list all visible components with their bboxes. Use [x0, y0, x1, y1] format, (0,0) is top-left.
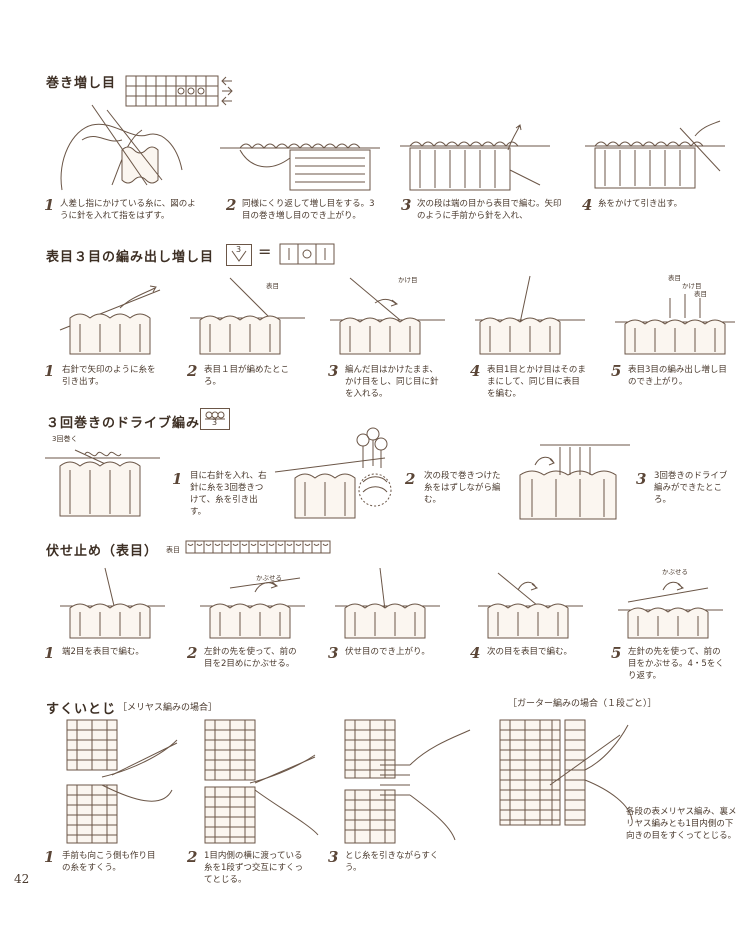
equals-sign: = [258, 242, 272, 261]
section-title-bind-off: 伏せ止め（表目） [46, 544, 159, 559]
grafting-garter-title: ［ガーター編みの場合（１段ごと）］ [508, 699, 657, 709]
bind-off-step1-text: 端2目を表目で編む。 [62, 647, 144, 657]
section-title-increase3: 表目３目の編み出し増し目 [46, 250, 215, 265]
increase3-step5-text: 表目3目の編み出し増し目のでき上がり。 [628, 365, 727, 387]
bind-off-step1-illustration [60, 567, 165, 639]
label-kakeme-step3: かけ目 [398, 276, 418, 284]
increase3-step3-illustration [330, 277, 445, 355]
bind-off-step4-text: 次の目を表目で編む。 [487, 647, 573, 657]
section-title-drive: ３回巻きのドライブ編み [46, 416, 201, 431]
grafting-step3-text: とじ糸を引きながらすくう。 [345, 851, 439, 873]
increase3-step2-text: 表目１目が編めたところ。 [204, 365, 290, 387]
label-kabuseru-step5: かぶせる [662, 568, 688, 576]
increase3-step4-illustration [475, 275, 585, 355]
grafting-step3-number: 3 [328, 848, 339, 866]
increase3-step3-text: 編んだ目はかけたまま、かけ目をし、同じ目に針を入れる。 [345, 365, 439, 399]
increase3-step5-number: 5 [611, 362, 622, 380]
cast-on-step4-illustration [585, 120, 725, 189]
drive-wrap-symbol-icon [205, 411, 225, 420]
increase3-step3-number: 3 [328, 362, 339, 380]
bind-off-step3-number: 3 [328, 644, 339, 662]
increase3-step4-number: 4 [470, 362, 481, 380]
drive-step2-number: 2 [405, 470, 416, 488]
increase3-step1-illustration [59, 285, 161, 355]
increase3-step5-illustration [615, 294, 735, 355]
increase3-v-symbol-icon [231, 250, 247, 262]
label-omote-step5: 表目 [668, 274, 681, 282]
grafting-subtitle: ［メリヤス編みの場合］ [118, 703, 218, 713]
increase3-symbol-number: 3 [236, 245, 242, 254]
bind-off-step4-illustration [478, 572, 583, 639]
increase3-step2-illustration [190, 277, 305, 355]
drive-step3-text: 3回巻きのドライブ編みができたところ。 [654, 471, 728, 505]
label-omote-step5b: 表目 [694, 290, 707, 298]
drive-symbol-number: 3 [212, 418, 218, 427]
grafting-garter-text: 各段の表メリヤス編み、裏メリヤス編みとも1目内側の下向きの目をすくってとじる。 [626, 807, 737, 841]
cast-on-step2-text: 同様にくり返して増し目をする。3目の巻き増し目のでき上がり。 [242, 199, 375, 221]
drive-step3-number: 3 [636, 470, 647, 488]
increase3-step2-number: 2 [187, 362, 198, 380]
section-title-grafting: すくいとじ [46, 702, 117, 717]
increase3-step1-text: 右針で矢印のように糸を引き出す。 [62, 365, 156, 387]
grafting-garter-illustration [499, 719, 633, 826]
grafting-step1-text: 手前も向こう側も作り目の糸をすくう。 [62, 851, 156, 873]
bind-off-step4-number: 4 [470, 644, 481, 662]
label-kakeme-step5: かけ目 [682, 282, 702, 290]
bind-off-step5-text: 左針の先を使って、前の目をかぶせる。4・5をくり返す。 [628, 647, 724, 681]
cast-on-step3-text: 次の段は端の目から表目で編む。矢印のように手前から針を入れ、 [417, 199, 562, 221]
grafting-step1-number: 1 [44, 848, 55, 866]
cast-on-step1-number: 1 [44, 196, 55, 214]
bind-off-step3-illustration [335, 567, 440, 639]
page-number: 42 [14, 872, 30, 886]
cast-on-step1-illustration [60, 104, 183, 191]
drive-step1-number: 1 [172, 470, 183, 488]
increase3-step1-number: 1 [44, 362, 55, 380]
bind-off-step2-number: 2 [187, 644, 198, 662]
bind-off-symbol-chart [185, 540, 331, 554]
section-title-cast-on: 巻き増し目 [46, 76, 117, 91]
bind-off-step5-illustration [618, 581, 723, 639]
label-kabuseru-step2: かぶせる [256, 574, 282, 582]
bind-off-symbol-label: 表目 [166, 546, 180, 554]
bind-off-step3-text: 伏せ目のでき上がり。 [345, 647, 430, 657]
cast-on-step2-illustration [220, 143, 380, 191]
cast-on-step4-number: 4 [582, 196, 593, 214]
bind-off-step1-number: 1 [44, 644, 55, 662]
increase3-symbol-box: 3 [226, 244, 252, 266]
drive-step1-text: 目に右針を入れ、右針に糸を3回巻きつけて、糸を引き出す。 [190, 471, 267, 517]
cast-on-step3-number: 3 [401, 196, 412, 214]
drive-step1-illustration [45, 449, 160, 517]
label-omote-step2: 表目 [266, 282, 279, 290]
label-wrap-3times: 3回巻く [52, 435, 78, 443]
grafting-step1-illustration [66, 719, 178, 844]
drive-step2-illustration [274, 427, 392, 519]
cast-on-symbol-chart [125, 75, 233, 107]
increase3-step4-text: 表目1目とかけ目はそのままにして、同じ目に表目を編む。 [487, 365, 586, 399]
drive-symbol-box: 3 [200, 408, 230, 430]
drive-step2-text: 次の段で巻きつけた糸をはずしながら編む。 [424, 471, 501, 505]
bind-off-step5-number: 5 [611, 644, 622, 662]
grafting-step2-illustration [204, 719, 319, 844]
bind-off-step2-illustration [200, 577, 305, 639]
cast-on-step2-number: 2 [226, 196, 237, 214]
cast-on-step4-text: 糸をかけて引き出す。 [598, 199, 683, 209]
increase3-expanded-symbol-icon [279, 243, 335, 265]
grafting-step3-illustration [344, 719, 471, 844]
grafting-step2-number: 2 [187, 848, 198, 866]
cast-on-step1-text: 人差し指にかけている糸に、図のように針を入れて指をはずす。 [60, 199, 196, 221]
cast-on-step3-illustration [400, 124, 550, 191]
grafting-step2-text: 1目内側の横に渡っている糸を1段ずつ交互にすくってとじる。 [204, 851, 303, 885]
bind-off-step2-text: 左針の先を使って、前の目を2目めにかぶせる。 [204, 647, 297, 669]
drive-step3-illustration [519, 444, 630, 520]
